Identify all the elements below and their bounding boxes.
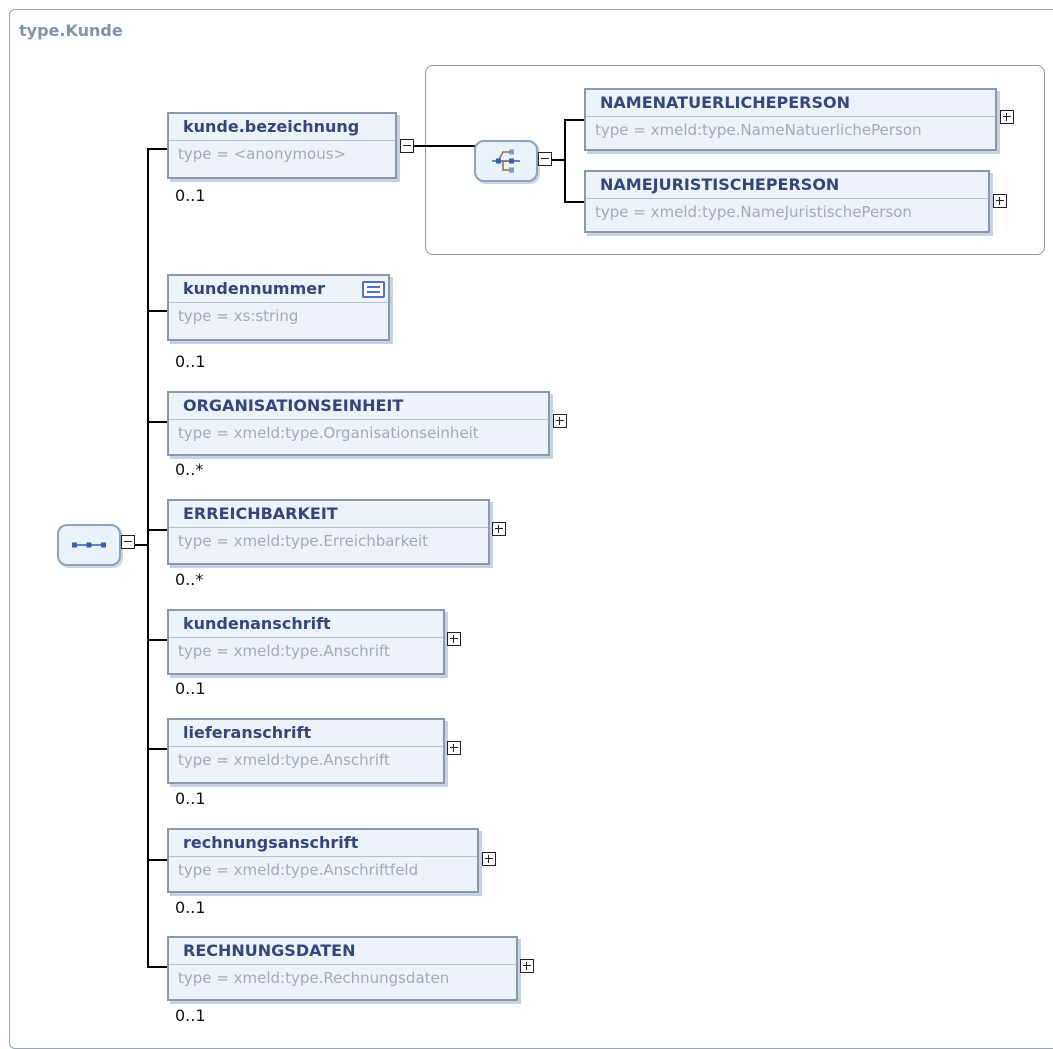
- element-rechnungsdaten[interactable]: RECHNUNGSDATEN type = xmeld:type.Rechnun…: [167, 936, 518, 1001]
- element-name: kundennummer: [183, 279, 325, 298]
- cardinality-label: 0..1: [175, 1006, 206, 1025]
- separator: [169, 964, 516, 965]
- element-name: NAMEJURISTISCHEPERSON: [600, 175, 840, 194]
- element-name: kunde.bezeichnung: [183, 117, 360, 136]
- connector-line: [147, 639, 167, 641]
- element-erreichbarkeit[interactable]: ERREICHBARKEIT type = xmeld:type.Erreich…: [167, 499, 490, 565]
- element-name: ERREICHBARKEIT: [183, 504, 338, 523]
- element-rechnungsanschrift[interactable]: rechnungsanschrift type = xmeld:type.Ans…: [167, 828, 479, 893]
- connector-line: [413, 145, 475, 147]
- element-type: type = xmeld:type.Anschrift: [178, 751, 390, 769]
- expand-icon[interactable]: [447, 741, 461, 755]
- separator: [586, 198, 988, 199]
- element-type: type = xmeld:type.Anschrift: [178, 642, 390, 660]
- separator: [169, 527, 488, 528]
- element-kundenanschrift[interactable]: kundenanschrift type = xmeld:type.Anschr…: [167, 609, 445, 675]
- sequence-trunk-line: [147, 148, 149, 968]
- expand-icon[interactable]: [492, 522, 506, 536]
- element-kundennummer[interactable]: kundennummer type = xs:string: [167, 274, 390, 341]
- connector-line: [147, 310, 167, 312]
- element-kunde-bezeichnung[interactable]: kunde.bezeichnung type = <anonymous>: [167, 112, 397, 179]
- element-type: type = xmeld:type.NameJuristischePerson: [595, 203, 912, 221]
- collapse-icon[interactable]: [400, 139, 414, 153]
- cardinality-label: 0..1: [175, 789, 206, 808]
- element-name: lieferanschrift: [183, 723, 312, 742]
- separator: [169, 419, 548, 420]
- expand-icon[interactable]: [447, 632, 461, 646]
- expand-icon[interactable]: [993, 194, 1007, 208]
- choice-compositor-icon[interactable]: [474, 140, 538, 182]
- element-type: type = xmeld:type.NameNatuerlichePerson: [595, 121, 922, 139]
- type-title: type.Kunde: [19, 21, 123, 40]
- connector-line: [147, 529, 167, 531]
- expand-icon[interactable]: [1000, 110, 1014, 124]
- collapse-icon[interactable]: [538, 152, 552, 166]
- element-type: type = xmeld:type.Anschriftfeld: [178, 861, 419, 879]
- cardinality-label: 0..1: [175, 898, 206, 917]
- separator: [169, 746, 443, 747]
- connector-line: [564, 201, 584, 203]
- connector-line: [147, 148, 167, 150]
- choice-group-frame: [425, 65, 1045, 255]
- cardinality-label: 0..1: [175, 679, 206, 698]
- collapse-icon[interactable]: [121, 535, 135, 549]
- connector-line: [147, 966, 167, 968]
- expand-icon[interactable]: [520, 959, 534, 973]
- element-name: ORGANISATIONSEINHEIT: [183, 396, 404, 415]
- element-type: type = <anonymous>: [178, 145, 347, 163]
- cardinality-label: 0..*: [175, 460, 204, 479]
- element-type: type = xs:string: [178, 307, 299, 325]
- cardinality-label: 0..*: [175, 570, 204, 589]
- element-type: type = xmeld:type.Organisationseinheit: [178, 424, 479, 442]
- element-type: type = xmeld:type.Erreichbarkeit: [178, 532, 429, 550]
- element-name: NAMENATUERLICHEPERSON: [600, 93, 851, 112]
- separator: [586, 116, 995, 117]
- element-lieferanschrift[interactable]: lieferanschrift type = xmeld:type.Anschr…: [167, 718, 445, 784]
- element-name: RECHNUNGSDATEN: [183, 941, 356, 960]
- expand-icon[interactable]: [482, 852, 496, 866]
- connector-line: [147, 748, 167, 750]
- separator: [169, 856, 477, 857]
- documentation-icon: [362, 281, 385, 298]
- choice-option-namenatuerlicheperson[interactable]: NAMENATUERLICHEPERSON type = xmeld:type.…: [584, 88, 997, 151]
- expand-icon[interactable]: [553, 414, 567, 428]
- cardinality-label: 0..1: [175, 352, 206, 371]
- sequence-compositor-icon[interactable]: [57, 524, 121, 566]
- element-name: kundenanschrift: [183, 614, 331, 633]
- separator: [169, 637, 443, 638]
- element-type: type = xmeld:type.Rechnungsdaten: [178, 969, 450, 987]
- connector-line: [564, 119, 584, 121]
- separator: [169, 140, 395, 141]
- cardinality-label: 0..1: [175, 186, 206, 205]
- connector-line: [552, 159, 566, 161]
- element-name: rechnungsanschrift: [183, 833, 359, 852]
- connector-line: [147, 421, 167, 423]
- choice-option-namejuristischeperson[interactable]: NAMEJURISTISCHEPERSON type = xmeld:type.…: [584, 170, 990, 233]
- choice-branch-line: [564, 119, 566, 203]
- element-organisationseinheit[interactable]: ORGANISATIONSEINHEIT type = xmeld:type.O…: [167, 391, 550, 456]
- connector-line: [147, 859, 167, 861]
- separator: [169, 302, 388, 303]
